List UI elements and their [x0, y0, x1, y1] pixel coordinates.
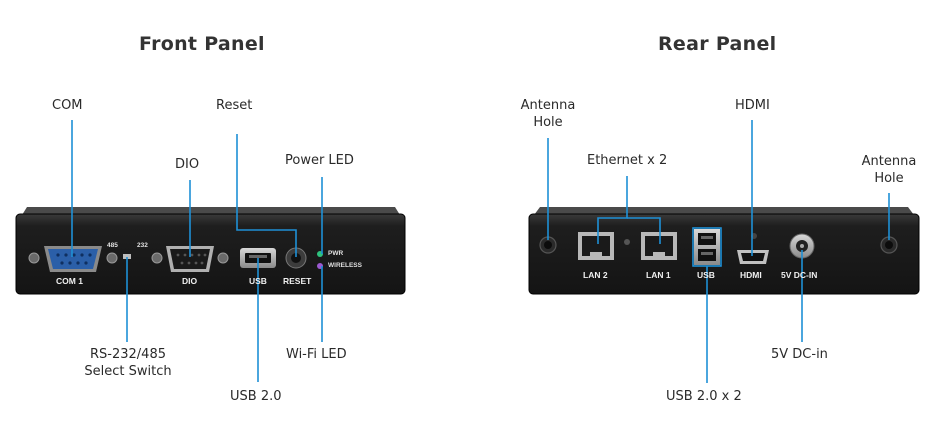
rear-usb-ports-icon: [694, 229, 720, 265]
antenna-left-callout-label: Antenna Hole: [518, 97, 578, 131]
hdmi-printed-label: HDMI: [740, 270, 762, 280]
ethernet-callout-label: Ethernet x 2: [587, 153, 668, 168]
dio-port-icon: [166, 246, 214, 272]
ethernet-callout-line-right: [627, 217, 661, 244]
power-led-callout-label: Power LED: [285, 153, 354, 168]
rs-select-switch-icon: [123, 254, 131, 259]
lan2-printed-label: LAN 2: [583, 270, 608, 280]
antenna-left-label-line2: Hole: [533, 115, 563, 130]
antenna-right-callout-label: Antenna Hole: [858, 153, 920, 187]
indicator-icon: [624, 239, 630, 245]
pwr-printed-label: PWR: [328, 250, 344, 257]
dc-in-callout-label: 5V DC-in: [771, 347, 828, 362]
antenna-left-label-line1: Antenna: [520, 98, 576, 113]
com1-port-icon: [44, 246, 102, 272]
wireless-printed-label: WIRELESS: [328, 262, 362, 269]
dc-in-jack-icon: [789, 233, 815, 259]
rear-usb-callout-label: USB 2.0 x 2: [666, 389, 742, 404]
rear-panel-title: Rear Panel: [658, 33, 777, 55]
rear-callout-lines: [547, 120, 890, 383]
com-callout-label: COM: [52, 98, 83, 113]
dc-in-printed-label: 5V DC-IN: [781, 270, 818, 280]
dio-printed-label: DIO: [182, 276, 198, 286]
front-panel-title: Front Panel: [139, 33, 265, 55]
com1-printed-label: COM 1: [56, 276, 83, 286]
lan1-printed-label: LAN 1: [646, 270, 671, 280]
rear-panel-device: [528, 207, 920, 295]
screw-icon: [106, 252, 118, 264]
reset-callout-line: [236, 134, 297, 257]
rear-usb-printed-label: USB: [697, 270, 715, 280]
screw-icon: [28, 252, 40, 264]
lan2-port-icon: [578, 232, 614, 260]
front-callout-lines: [71, 120, 323, 382]
front-panel-device: [15, 207, 406, 295]
sw232-printed-label: 232: [137, 242, 148, 249]
rs-switch-callout-label: RS-232/485 Select Switch: [80, 346, 176, 380]
antenna-right-label-line1: Antenna: [861, 154, 917, 169]
wifi-led-callout-label: Wi-Fi LED: [286, 347, 347, 362]
screw-icon: [151, 252, 163, 264]
hdmi-callout-label: HDMI: [735, 98, 770, 113]
screw-icon: [217, 252, 229, 264]
rs-switch-label-line2: Select Switch: [84, 364, 172, 379]
lan1-port-icon: [641, 232, 677, 260]
dio-callout-label: DIO: [175, 157, 200, 172]
usb-callout-label: USB 2.0: [230, 389, 282, 404]
reset-callout-label: Reset: [216, 98, 253, 113]
hdmi-port-icon: [737, 250, 769, 264]
rs-switch-label-line1: RS-232/485: [90, 347, 166, 362]
antenna-right-label-line2: Hole: [874, 171, 904, 186]
reset-printed-label: RESET: [283, 276, 312, 286]
usb-printed-label: USB: [249, 276, 267, 286]
ethernet-callout-line-left: [597, 176, 628, 244]
sw485-printed-label: 485: [107, 242, 118, 249]
